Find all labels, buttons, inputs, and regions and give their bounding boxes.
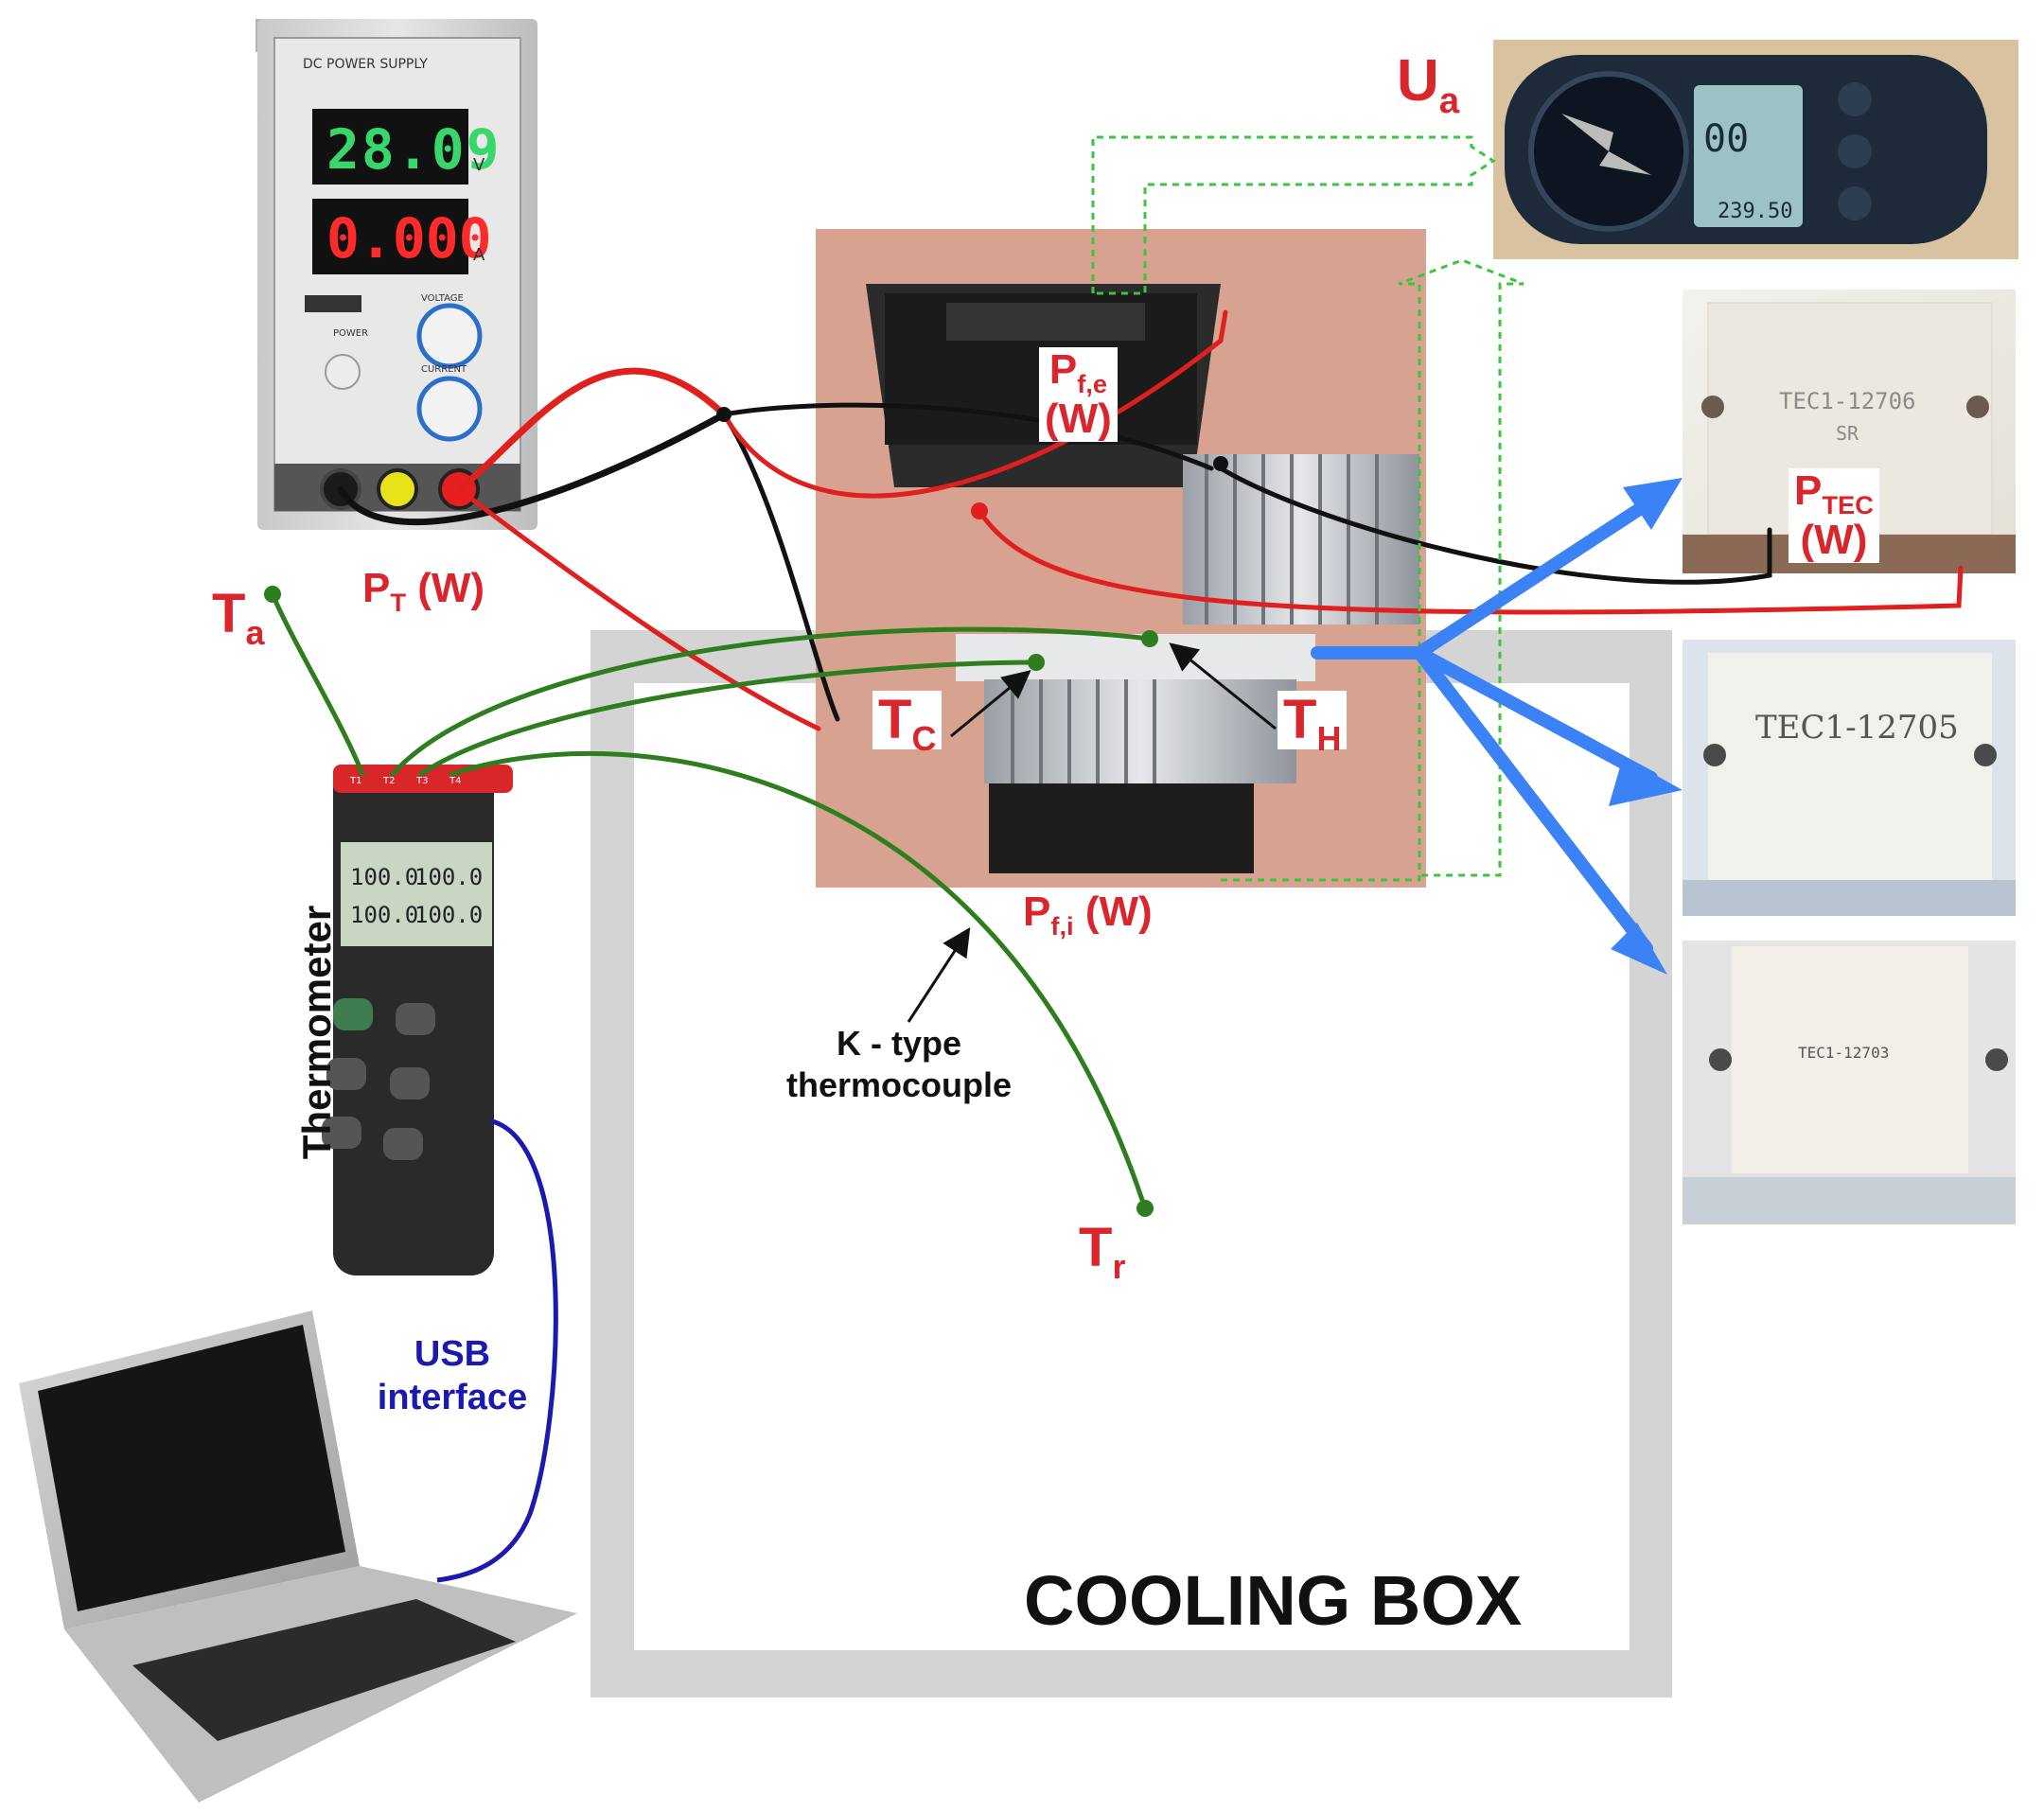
reading-3: 100.0 (350, 902, 418, 928)
current-knob-label: CURRENT (421, 364, 467, 375)
power-wires (337, 309, 1964, 731)
channel-t3: T3 (415, 776, 428, 786)
label-tr: Tr (1079, 1217, 1126, 1286)
power-button-icon (325, 354, 361, 390)
airflow-paths (1091, 135, 1524, 882)
current-knob (416, 376, 483, 442)
label-th: TH (1278, 691, 1348, 755)
tec1-extra: SR (1836, 422, 1859, 445)
th-probe-icon (1141, 630, 1158, 647)
label-ta: Ta (212, 583, 265, 652)
thermocouple-tips (264, 586, 1158, 1217)
voltage-knob-label: VOLTAGE (421, 293, 464, 304)
anemometer: 00 239.50 (1493, 40, 2018, 259)
tec-module-2: TEC1-12705 (1683, 640, 2016, 916)
power-supply: DC POWER SUPPLY 28.09 V 0.000 A VOLTAGE … (256, 19, 537, 530)
power-label: POWER (333, 328, 368, 339)
laptop-icon (19, 1311, 577, 1803)
usb-interface-label: USB interface (377, 1334, 528, 1417)
reading-4: 100.0 (414, 902, 483, 928)
tec-module-3: TEC1-12703 (1683, 941, 2016, 1224)
tec3-model: TEC1-12703 (1798, 1044, 1889, 1062)
channel-t2: T2 (382, 776, 395, 786)
thermocouple-wires (270, 591, 1153, 1211)
tec2-model: TEC1-12705 (1755, 709, 1959, 747)
reading-1: 100.0 (350, 864, 418, 890)
tec-arrowheads (1609, 478, 1683, 975)
label-pfi: Pf,i (W) (1017, 889, 1158, 939)
ground-terminal-icon (377, 468, 418, 510)
voltage-unit: V (473, 155, 485, 175)
ta-probe-icon (264, 586, 281, 603)
thermometer-label: Thermometer (294, 905, 339, 1160)
thermocouple-label: K - type thermocouple (785, 1024, 1013, 1104)
wire-junction-black (716, 407, 731, 422)
psu-title: DC POWER SUPPLY (303, 57, 428, 72)
anemometer-reading-left: 00 (1703, 117, 1749, 161)
tr-probe-icon (1137, 1200, 1154, 1217)
channel-t4: T4 (449, 776, 461, 786)
thermometer-device: T1 T2 T3 T4 100.0 100.0 100.0 100.0 (322, 765, 513, 1275)
label-pfe: Pf,e (W) (1039, 347, 1118, 442)
label-tc: TC (872, 691, 943, 755)
current-reading: 0.000 (326, 206, 492, 271)
anemometer-reading-right: 239.50 (1718, 200, 1792, 223)
label-ptec: PTEC (W) (1788, 468, 1879, 563)
voltage-knob (416, 303, 483, 369)
tec-selection-arrows (1311, 485, 1672, 955)
cooling-box-label: COOLING BOX (1024, 1561, 1523, 1640)
tc-probe-icon (1028, 654, 1045, 671)
label-pt: PT (W) (362, 565, 485, 617)
current-unit: A (473, 245, 485, 265)
voltage-reading: 28.09 (326, 117, 502, 182)
tec-assembly-photo (816, 229, 1426, 888)
pointer-arrows (907, 642, 1277, 1023)
wire-junction-fan (1213, 456, 1228, 471)
label-ua: Ua (1397, 48, 1460, 122)
wire-junction-red (971, 502, 988, 519)
tec1-model: TEC1-12706 (1779, 388, 1916, 414)
reading-2: 100.0 (414, 864, 483, 890)
channel-t1: T1 (349, 776, 361, 786)
usb-cable (436, 1118, 558, 1583)
